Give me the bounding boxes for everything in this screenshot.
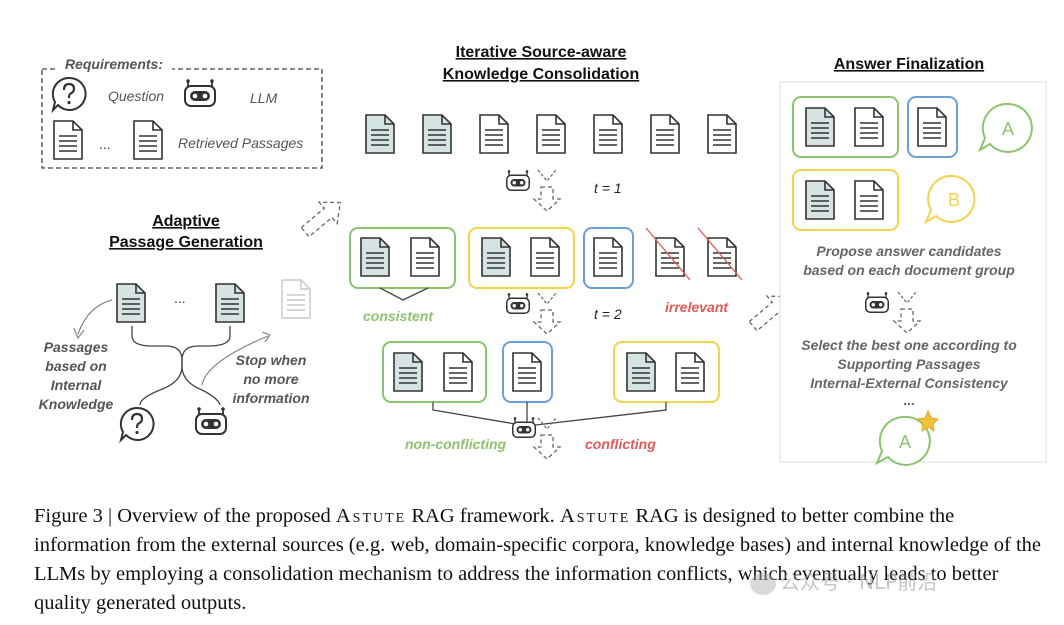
conflicting-label: conflicting bbox=[585, 436, 656, 452]
wechat-icon bbox=[750, 572, 776, 595]
answer-a-bubble-icon: A bbox=[977, 102, 1033, 153]
document-icon bbox=[854, 180, 884, 220]
llm-robot-icon bbox=[506, 169, 530, 191]
document-icon bbox=[626, 352, 656, 392]
document-icon bbox=[360, 237, 390, 277]
select-line3: Internal-External Consistency bbox=[810, 375, 1009, 391]
yellow-group-box bbox=[468, 227, 575, 289]
figure-caption: Figure 3 | Overview of the proposed Astu… bbox=[34, 502, 1044, 618]
document-icon bbox=[479, 114, 509, 154]
caption-mid: RAG framework. bbox=[406, 505, 560, 527]
document-icon bbox=[805, 107, 835, 147]
watermark-text: 公众号 · NLP前沿 bbox=[780, 570, 938, 594]
document-icon bbox=[443, 352, 473, 392]
llm-label: LLM bbox=[250, 90, 278, 106]
retrieved-passages-label: Retrieved Passages bbox=[178, 135, 303, 151]
document-icon bbox=[365, 114, 395, 154]
iterative-title-line1: Iterative Source-aware bbox=[456, 44, 627, 61]
consistent-group-box bbox=[349, 227, 456, 289]
propose-line1: Propose answer candidates bbox=[816, 243, 1001, 259]
stop-note-line1: Stop when bbox=[236, 352, 307, 368]
final-ellipsis: ... bbox=[903, 392, 915, 408]
document-icon bbox=[917, 107, 947, 147]
answer-b-label: B bbox=[948, 190, 960, 210]
document-icon bbox=[536, 114, 566, 154]
answer-b-bubble-icon: B bbox=[923, 174, 976, 225]
requirements-box: Requirements: Question LLM ... Retrieved… bbox=[41, 56, 323, 169]
document-icon bbox=[707, 114, 737, 154]
document-icon bbox=[530, 237, 560, 277]
select-line1: Select the best one according to bbox=[801, 337, 1017, 353]
document-icon bbox=[512, 352, 542, 392]
adaptive-title-line2: Passage Generation bbox=[109, 234, 263, 251]
down-arrow-icon bbox=[533, 309, 561, 335]
blue-group-box bbox=[583, 227, 634, 289]
adaptive-ellipsis: ... bbox=[174, 290, 186, 306]
iterative-consolidation: Iterative Source-aware Knowledge Consoli… bbox=[349, 44, 743, 460]
internal-knowledge-note-line2: based on bbox=[45, 358, 106, 374]
watermark: 公众号 · NLP前沿 bbox=[750, 566, 937, 595]
internal-knowledge-note-line3: Internal bbox=[51, 377, 103, 393]
internal-knowledge-note-line1: Passages bbox=[44, 339, 109, 355]
document-icon bbox=[854, 107, 884, 147]
document-icon bbox=[675, 352, 705, 392]
llm-robot-icon bbox=[184, 78, 216, 107]
blue-answer-group-box bbox=[907, 96, 958, 158]
document-icon bbox=[53, 120, 83, 160]
final-answer-label: A bbox=[899, 432, 911, 452]
document-icon bbox=[481, 237, 511, 277]
yellow-answer-group-box bbox=[792, 169, 899, 231]
iteration-t2-label: t = 2 bbox=[594, 306, 622, 322]
green-answer-group-box bbox=[792, 96, 899, 158]
star-icon bbox=[916, 409, 940, 433]
llm-robot-icon bbox=[506, 292, 530, 314]
consistent-label: consistent bbox=[363, 308, 434, 324]
flow-arrow-icon bbox=[300, 201, 342, 238]
caption-name-2: Astute bbox=[559, 505, 631, 527]
adaptive-title-line1: Adaptive bbox=[152, 213, 220, 230]
document-icon bbox=[593, 237, 623, 277]
question-label: Question bbox=[108, 88, 164, 104]
document-icon bbox=[393, 352, 423, 392]
document-icon bbox=[805, 180, 835, 220]
question-icon bbox=[51, 76, 87, 112]
non-conflicting-group-box bbox=[382, 341, 487, 403]
internal-knowledge-note-line4: Knowledge bbox=[39, 396, 114, 412]
llm-robot-icon bbox=[512, 416, 536, 438]
iterative-title-line2: Knowledge Consolidation bbox=[443, 66, 639, 83]
document-icon bbox=[410, 237, 440, 277]
stop-note-line2: no more bbox=[243, 371, 298, 387]
document-icon bbox=[650, 114, 680, 154]
llm-robot-icon bbox=[195, 406, 227, 435]
answer-a-label: A bbox=[1002, 119, 1014, 139]
flow-arrow-icon bbox=[748, 295, 790, 332]
propose-line2: based on each document group bbox=[803, 262, 1015, 278]
caption-name-1: Astute bbox=[335, 505, 407, 527]
down-arrow-icon bbox=[533, 434, 561, 460]
select-line2: Supporting Passages bbox=[837, 356, 980, 372]
document-icon bbox=[593, 114, 623, 154]
irrelevant-label: irrelevant bbox=[665, 299, 729, 315]
iteration-t1-label: t = 1 bbox=[594, 180, 622, 196]
requirements-ellipsis: ... bbox=[99, 136, 111, 152]
document-icon bbox=[133, 120, 163, 160]
question-icon bbox=[119, 406, 155, 442]
adaptive-passage-generation: Adaptive Passage Generation ... Passages… bbox=[39, 213, 311, 442]
non-conflicting-label: non-conflicting bbox=[405, 436, 507, 452]
caption-rest: RAG is designed to better combine the in… bbox=[34, 505, 1041, 614]
document-icon bbox=[422, 114, 452, 154]
caption-prefix: Figure 3 | Overview of the proposed bbox=[34, 505, 336, 527]
document-icon bbox=[215, 283, 245, 323]
figure-diagram: Requirements: Question LLM ... Retrieved… bbox=[39, 44, 1047, 466]
document-icon bbox=[116, 283, 146, 323]
final-title: Answer Finalization bbox=[834, 56, 984, 73]
answer-finalization: Answer Finalization A B Propose answer c… bbox=[779, 56, 1047, 466]
faded-document-icon bbox=[281, 279, 311, 319]
requirements-title: Requirements: bbox=[65, 56, 163, 72]
down-arrow-icon bbox=[533, 186, 561, 212]
stop-note-line3: information bbox=[233, 390, 310, 406]
